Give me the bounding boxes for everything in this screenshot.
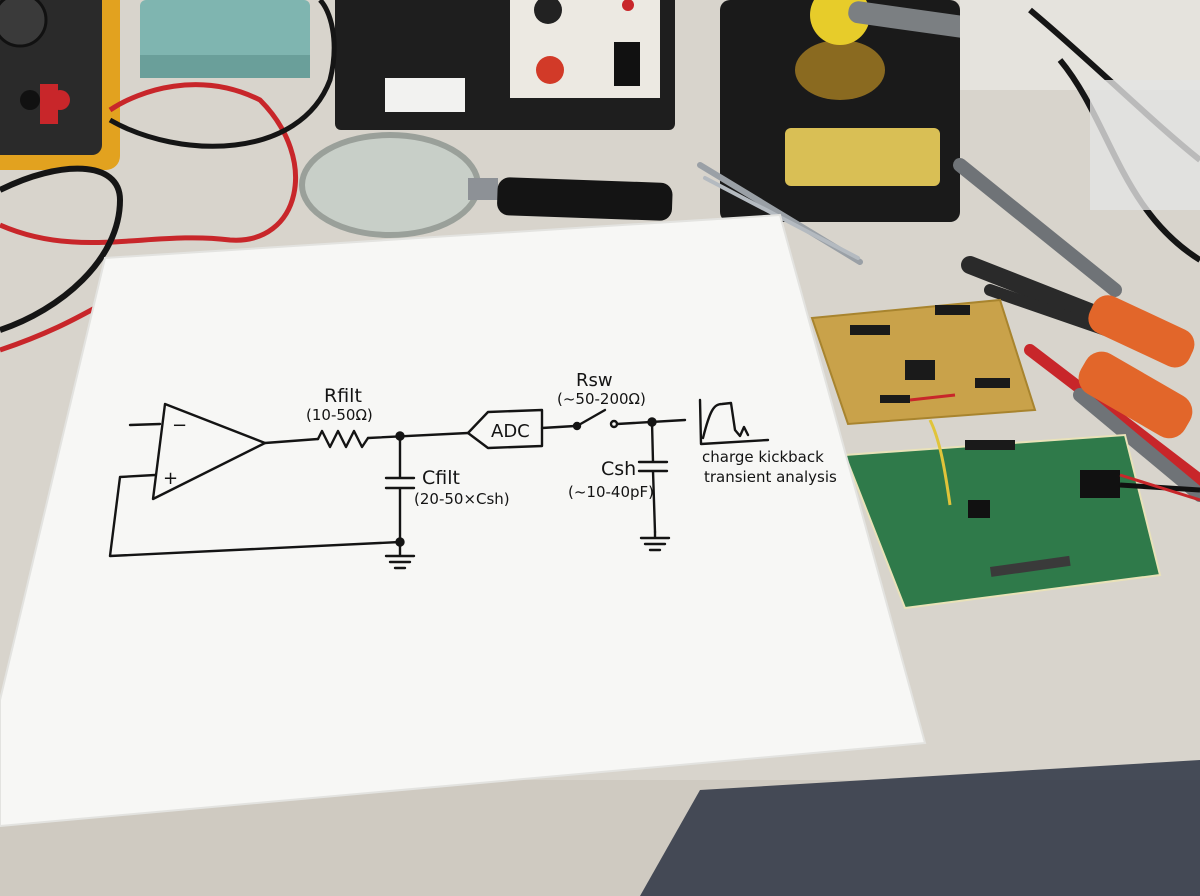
- wire-opamp-to-rfilt: [263, 437, 320, 445]
- desk-shadow-bottom: [640, 760, 1200, 896]
- note-line-2: transient analysis: [704, 468, 837, 486]
- label-rfilt: Rfilt: [324, 385, 362, 407]
- opamp-minus-input: [128, 422, 162, 427]
- capacitor-cfilt: [384, 434, 416, 544]
- label-cfilt-value: (20-50×Csh): [414, 490, 510, 508]
- soldering-station-icon: [720, 0, 1200, 222]
- ground-right: [639, 530, 671, 552]
- wire-stripper-icon: [961, 256, 1195, 439]
- perfboard-green: [843, 419, 1200, 610]
- note-line-1: charge kickback: [702, 448, 824, 466]
- magnifying-glass-icon: [299, 132, 673, 238]
- opamp-plus-sign: +: [163, 468, 178, 489]
- multimeter-icon: [0, 0, 120, 170]
- test-probe-icon: [953, 158, 1200, 502]
- opamp-minus-sign: −: [172, 415, 187, 436]
- schematic-drawing: [108, 398, 770, 570]
- paper-sheet: [0, 213, 927, 828]
- opamp-symbol: [151, 402, 267, 501]
- perfboard-icon: [810, 298, 1037, 426]
- black-cable-2: [108, 0, 337, 149]
- label-rfilt-value: (10-50Ω): [306, 406, 373, 424]
- resistor-rfilt: [316, 429, 370, 449]
- capacitor-csh: [637, 420, 669, 534]
- plastic-bag: [1090, 80, 1200, 210]
- label-rsw: Rsw: [576, 370, 613, 391]
- label-cfilt: Cfilt: [422, 467, 460, 489]
- opamp-plus-feedback: [108, 473, 402, 558]
- switch-rsw: [575, 408, 607, 428]
- label-csh-value: (~10-40pF): [568, 483, 654, 501]
- label-rsw-value: (~50-200Ω): [557, 390, 646, 408]
- power-supply-icon: [335, 0, 675, 130]
- wire-rfilt-to-adc: [366, 431, 470, 440]
- black-cable: [0, 165, 124, 333]
- schematic-labels: Rfilt (10-50Ω) ADC Rsw (~50-200Ω) Cfilt …: [163, 370, 837, 508]
- wire-adc-to-switch: [540, 424, 577, 430]
- transient-waveform: [698, 398, 770, 446]
- label-adc: ADC: [491, 421, 530, 442]
- ground-left: [384, 540, 416, 570]
- label-csh: Csh: [601, 458, 636, 480]
